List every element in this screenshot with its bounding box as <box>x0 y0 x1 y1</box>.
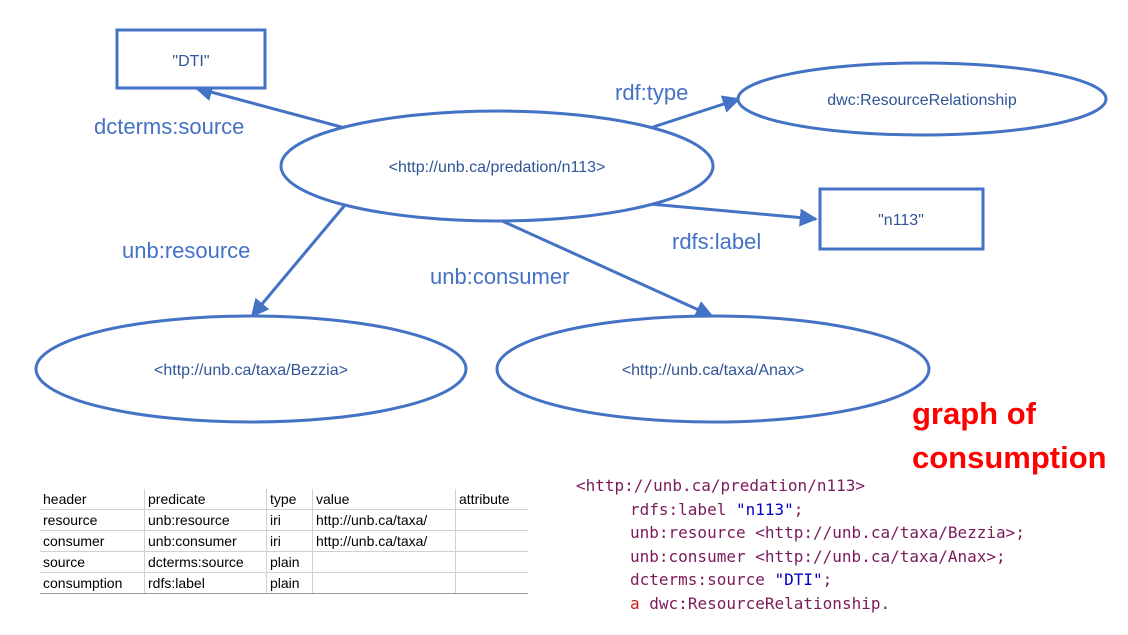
edge-label-consumer: unb:consumer <box>430 264 569 289</box>
turtle-type-line: a dwc:ResourceRelationship. <box>576 592 1025 616</box>
table-cell: iri <box>266 509 313 531</box>
turtle-type-keyword: a <box>630 593 640 613</box>
turtle-source-line: dcterms:source "DTI"; <box>576 568 1025 592</box>
node-source-literal: "DTI" <box>172 53 209 70</box>
table-cell <box>455 530 528 552</box>
node-consumer-taxon: <http://unb.ca/taxa/Anax> <box>622 362 804 379</box>
table-cell <box>455 551 528 573</box>
node-subject: <http://unb.ca/predation/n113> <box>389 159 606 176</box>
mapping-table: header predicate type value attribute re… <box>40 489 528 594</box>
turtle-label-line: rdfs:label "n113"; <box>576 498 1025 522</box>
table-row: consumer unb:consumer iri http://unb.ca/… <box>40 530 528 552</box>
table-row: consumption rdfs:label plain <box>40 572 528 594</box>
node-label-literal: "n113" <box>878 212 924 229</box>
turtle-label-value: "n113" <box>735 499 794 519</box>
node-type-class: dwc:ResourceRelationship <box>827 92 1017 109</box>
turtle-source-predicate: dcterms:source <box>630 570 765 589</box>
table-cell: unb:resource <box>144 509 267 531</box>
table-header-cell: value <box>312 489 456 510</box>
graph-caption: graph of consumption <box>912 392 1122 480</box>
table-header-cell: attribute <box>455 489 528 510</box>
edge-label-label: rdfs:label <box>672 229 761 254</box>
edge-label-source: dcterms:source <box>94 114 244 139</box>
table-cell: plain <box>266 572 313 594</box>
turtle-code: <http://unb.ca/predation/n113> rdfs:labe… <box>576 474 1025 615</box>
turtle-label-predicate: rdfs:label <box>630 499 727 519</box>
table-row: resource unb:resource iri http://unb.ca/… <box>40 509 528 531</box>
table-cell <box>455 509 528 531</box>
table-cell: rdfs:label <box>144 572 267 594</box>
table-cell: plain <box>266 551 313 573</box>
table-header-cell: header <box>40 489 145 510</box>
table-header-cell: type <box>266 489 313 510</box>
table-cell: http://unb.ca/taxa/ <box>312 509 456 531</box>
table-cell: http://unb.ca/taxa/ <box>312 530 456 552</box>
table-header-cell: predicate <box>144 489 267 510</box>
table-cell: iri <box>266 530 313 552</box>
turtle-source-terminator: ; <box>822 570 833 589</box>
node-resource-taxon: <http://unb.ca/taxa/Bezzia> <box>154 362 348 379</box>
turtle-source-value: "DTI" <box>774 570 823 589</box>
edge-rdf-type <box>649 95 741 130</box>
node-source-literal-box <box>115 28 267 90</box>
edge-rdfs-label <box>649 202 818 227</box>
turtle-label-terminator: ; <box>793 499 804 519</box>
table-cell <box>455 572 528 594</box>
edge-label-resource: unb:resource <box>122 238 250 263</box>
node-resource-taxon-ellipse <box>34 314 468 424</box>
table-cell: consumption <box>40 572 145 594</box>
edge-dcterms-source <box>194 83 346 130</box>
turtle-type-value: dwc:ResourceRelationship. <box>649 593 891 613</box>
table-header-row: header predicate type value attribute <box>40 489 528 510</box>
edge-label-type: rdf:type <box>615 80 688 105</box>
node-label-literal-box <box>818 187 985 251</box>
caption-line-1: graph of <box>912 396 1036 431</box>
node-consumer-taxon-ellipse <box>495 314 931 424</box>
table-cell: resource <box>40 509 145 531</box>
table-cell <box>312 551 456 573</box>
node-subject-ellipse <box>279 109 715 223</box>
table-row: source dcterms:source plain <box>40 551 528 573</box>
table-cell: source <box>40 551 145 573</box>
caption-line-2: consumption <box>912 440 1107 475</box>
turtle-subject: <http://unb.ca/predation/n113> <box>576 476 865 495</box>
table-cell: dcterms:source <box>144 551 267 573</box>
turtle-resource-line: unb:resource <http://unb.ca/taxa/Bezzia>… <box>630 523 1025 542</box>
table-cell <box>312 572 456 594</box>
turtle-consumer-line: unb:consumer <http://unb.ca/taxa/Anax>; <box>630 546 1006 566</box>
table-cell: unb:consumer <box>144 530 267 552</box>
table-cell: consumer <box>40 530 145 552</box>
edge-unb-consumer <box>499 218 714 318</box>
node-type-class-ellipse <box>736 61 1108 137</box>
edge-unb-resource <box>250 204 347 318</box>
